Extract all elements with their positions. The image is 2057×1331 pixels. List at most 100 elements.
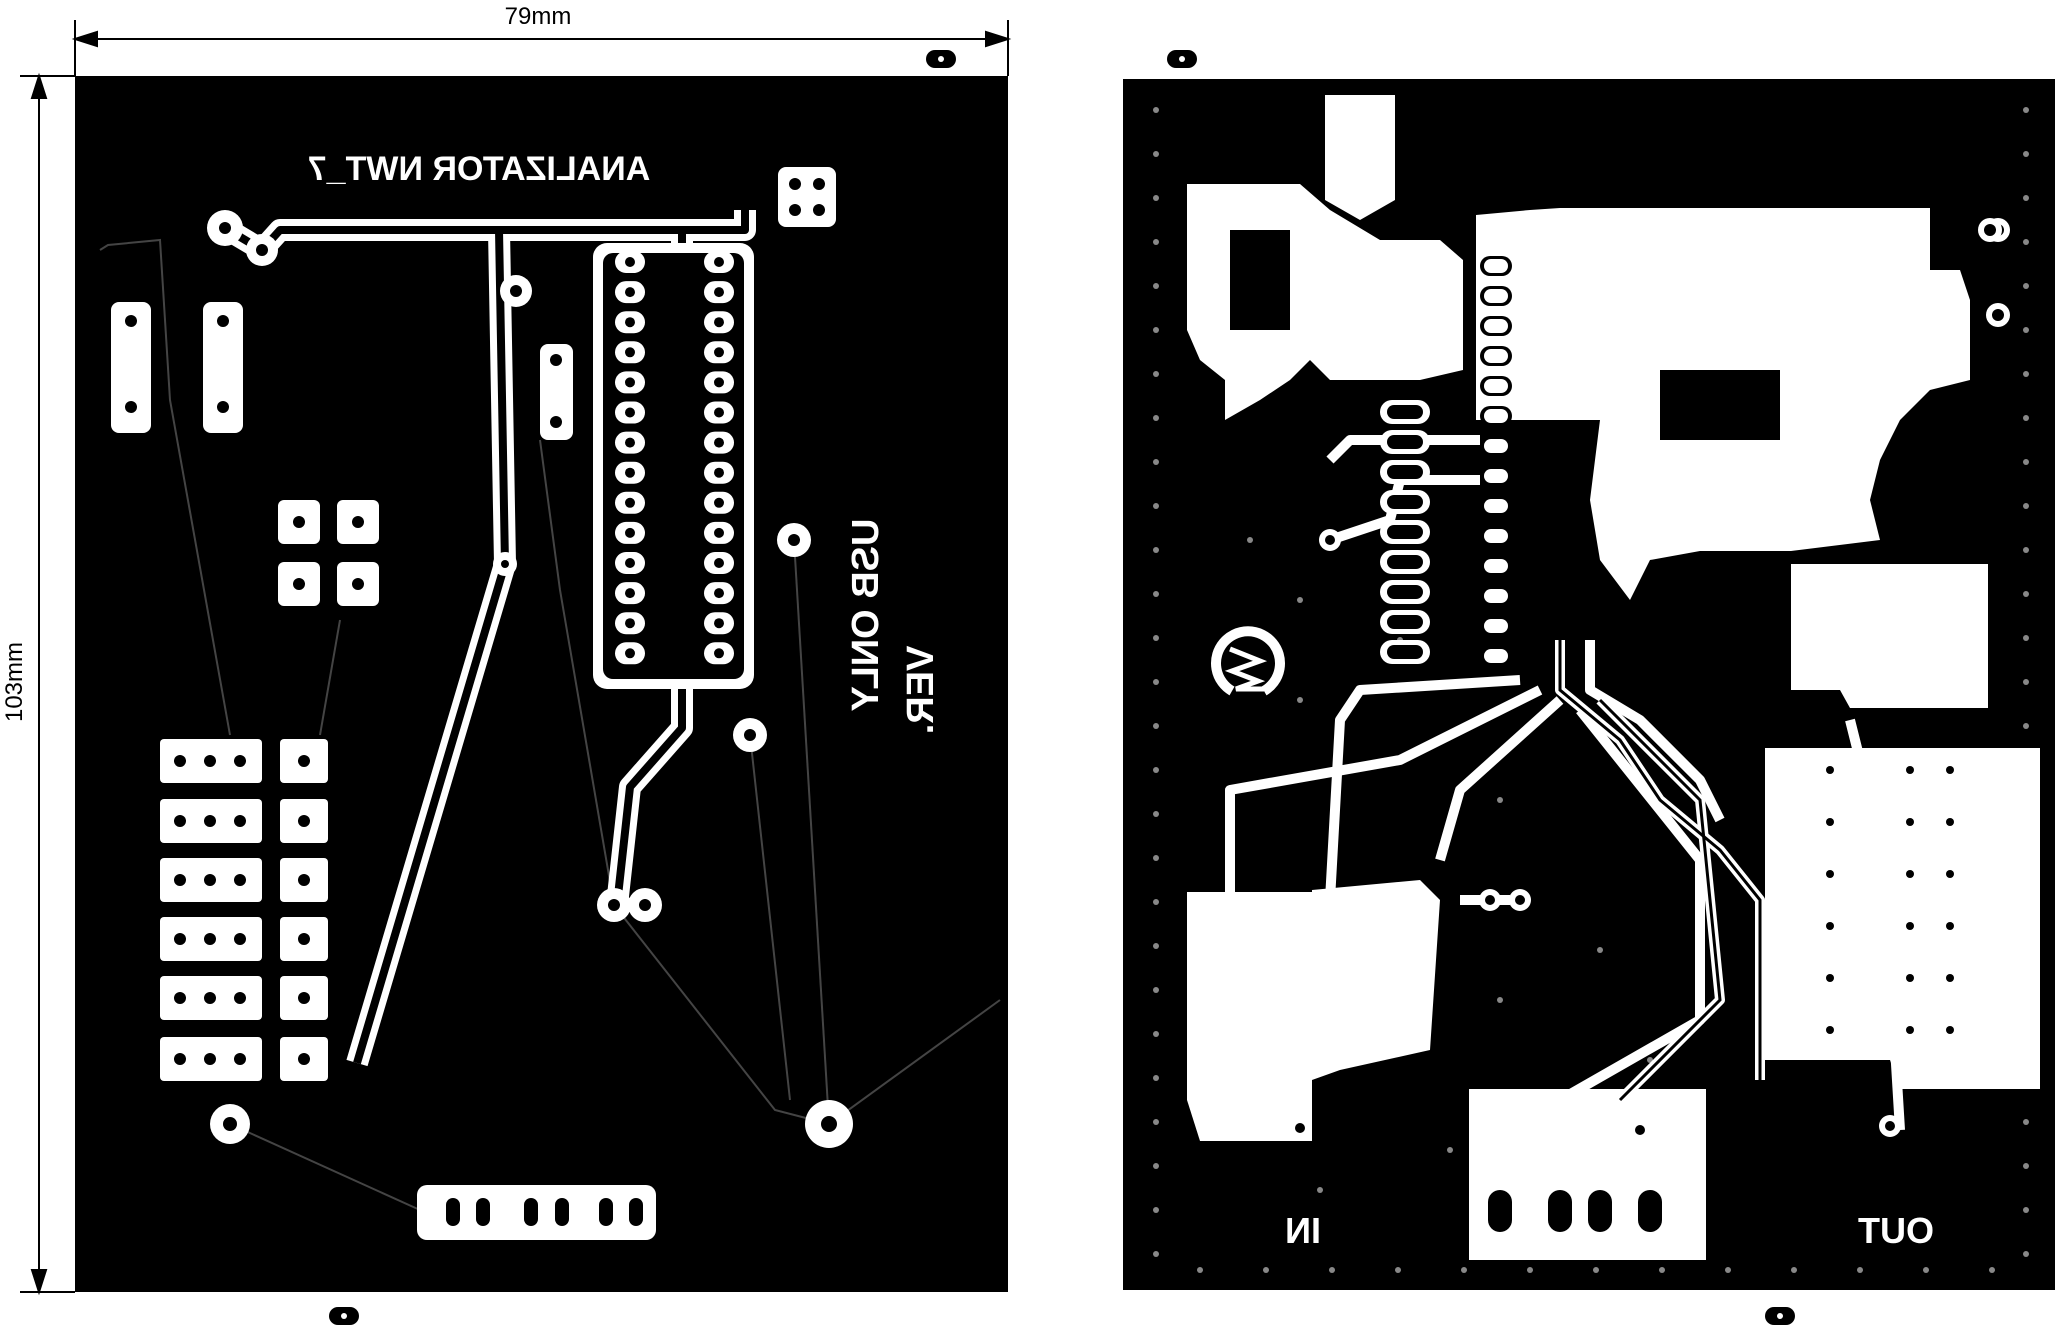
- width-dimension: [71, 20, 1012, 76]
- via: [1153, 899, 1159, 905]
- pad-hole: [1906, 766, 1914, 774]
- header-pad: [1484, 529, 1508, 543]
- pad-hole: [608, 899, 620, 911]
- via: [1725, 1267, 1731, 1273]
- via: [2023, 723, 2029, 729]
- height-dimension-label: 103mm: [1, 642, 28, 722]
- via: [1447, 1147, 1453, 1153]
- via: [2023, 1163, 2029, 1169]
- pad-hole: [625, 257, 635, 267]
- pad-hole: [714, 648, 724, 659]
- height-dimension: [20, 72, 75, 1296]
- pad-hole: [298, 815, 310, 827]
- copper-pour-output: [1765, 748, 2040, 1089]
- via: [2023, 1119, 2029, 1125]
- pad-hole: [714, 347, 724, 358]
- pad-hole: [714, 467, 724, 478]
- pad-hole: [1906, 818, 1914, 826]
- header-pad-inner: [1387, 405, 1423, 419]
- via: [2023, 107, 2029, 113]
- via: [1153, 1119, 1159, 1125]
- via: [1197, 1267, 1203, 1273]
- pad-hole: [223, 1117, 237, 1131]
- via: [1497, 797, 1503, 803]
- pad-hole: [714, 497, 724, 508]
- pad-hole: [555, 1198, 569, 1226]
- pad-hole: [174, 874, 186, 886]
- via: [1395, 1267, 1401, 1273]
- via: [2023, 371, 2029, 377]
- via: [2023, 679, 2029, 685]
- via: [1153, 503, 1159, 509]
- pad-hole: [1485, 895, 1495, 905]
- pad-hole: [298, 933, 310, 945]
- pad-hole: [1826, 870, 1834, 878]
- pad-hole: [174, 815, 186, 827]
- pad-hole: [714, 317, 724, 328]
- pad-hole: [352, 516, 364, 528]
- pad-hole: [788, 534, 800, 546]
- usb-footprint: [1230, 230, 1290, 330]
- via: [1153, 371, 1159, 377]
- pad-hole: [217, 315, 229, 327]
- pad-hole: [204, 815, 216, 827]
- header-pad: [1484, 289, 1508, 303]
- right-board-top-layer: IN OUT: [1123, 79, 2055, 1290]
- header-pad: [1484, 619, 1508, 633]
- via: [1153, 767, 1159, 773]
- connector-pad: [1638, 1190, 1662, 1232]
- via: [1153, 151, 1159, 157]
- pad-hole: [1946, 870, 1954, 878]
- via: [2023, 547, 2029, 553]
- pad-hole: [510, 285, 522, 297]
- pad-hole: [204, 874, 216, 886]
- pad-hole: [298, 874, 310, 886]
- header-pad: [1484, 349, 1508, 363]
- quad-pad: [778, 167, 836, 227]
- pad-hole: [1635, 1125, 1645, 1135]
- header-pad-inner: [1387, 435, 1423, 449]
- via: [1153, 415, 1159, 421]
- via: [1153, 679, 1159, 685]
- pad-hole: [125, 315, 137, 327]
- pad-hole: [625, 467, 635, 478]
- pad-hole: [639, 899, 651, 911]
- via: [2023, 459, 2029, 465]
- via: [1153, 635, 1159, 641]
- pad-hole: [174, 933, 186, 945]
- pad-hole: [476, 1198, 490, 1226]
- copper-pour-input: [1187, 892, 1312, 1141]
- resistor-pad: [203, 302, 243, 433]
- via: [1497, 997, 1503, 1003]
- header-pad: [1484, 499, 1508, 513]
- via: [1153, 723, 1159, 729]
- pad-hole: [1515, 895, 1525, 905]
- via: [1153, 1031, 1159, 1037]
- connector-pad: [1548, 1190, 1572, 1232]
- via: [1153, 987, 1159, 993]
- logo: [1211, 626, 1285, 696]
- pad-hole: [625, 558, 635, 568]
- header-pad-inner: [1387, 645, 1423, 659]
- pad-hole: [625, 377, 635, 388]
- pad-hole: [625, 287, 635, 298]
- pad-hole: [219, 222, 231, 234]
- pad-hole: [629, 1198, 643, 1226]
- header-pad: [1484, 649, 1508, 663]
- pad-hole: [550, 354, 562, 366]
- copper-pour-bottom-connector: [1469, 1089, 1706, 1260]
- pad-hole: [234, 755, 246, 767]
- via: [1317, 1187, 1323, 1193]
- pad-hole: [550, 416, 562, 428]
- via: [1659, 1267, 1665, 1273]
- pad-hole: [298, 992, 310, 1004]
- pad-hole: [744, 729, 756, 741]
- copper-pour-usb-top: [1325, 95, 1395, 220]
- copper-pour-input-stage: [1312, 880, 1440, 1080]
- via: [1329, 1267, 1335, 1273]
- pad-hole: [446, 1198, 460, 1226]
- pad-hole: [1885, 1121, 1895, 1131]
- header-pad-inner: [1387, 465, 1423, 479]
- via: [1247, 537, 1253, 543]
